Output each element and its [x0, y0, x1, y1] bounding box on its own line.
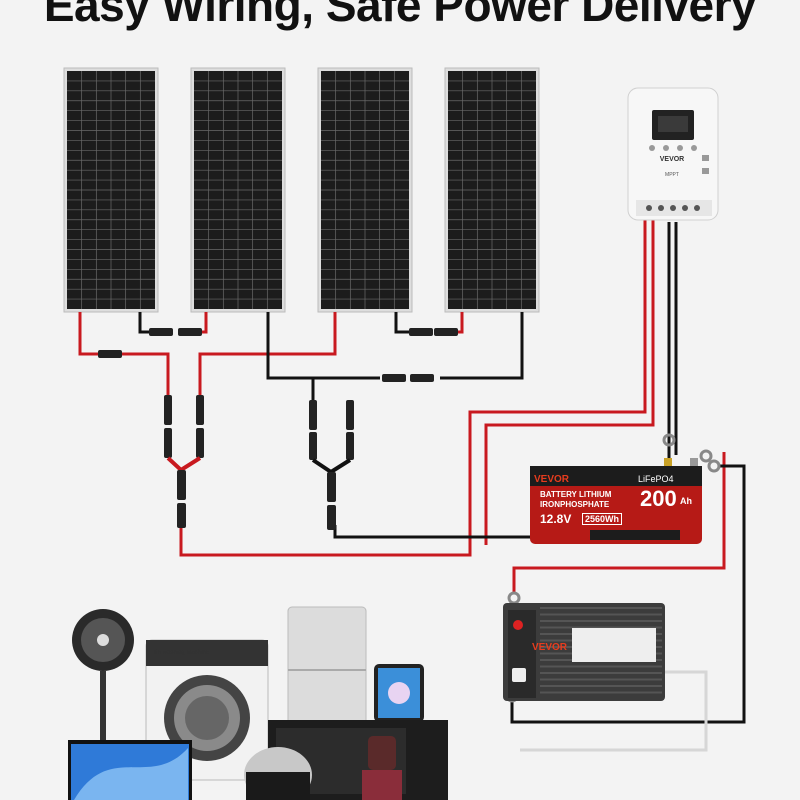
page-title: Easy Wiring, Safe Power Delivery: [43, 0, 757, 31]
tv-icon: [68, 740, 192, 800]
pressure-cooker-icon: [244, 747, 312, 800]
inverter-brand-label: VEVOR: [532, 642, 568, 653]
controller-brand-label: VEVOR: [659, 156, 685, 163]
charge-controller: [627, 87, 719, 221]
mc4-connector-icon: [98, 328, 458, 382]
fan-icon: [72, 609, 134, 781]
washing-machine-icon: [145, 639, 269, 781]
battery-capacity: 200: [640, 486, 677, 511]
battery: [530, 458, 702, 544]
controller-model-label: MPPT: [665, 172, 679, 178]
battery-energy: 2560Wh: [582, 513, 623, 525]
washing-machine-panel-text: Tin washing machine: [153, 650, 210, 656]
positive-wires: [78, 220, 726, 592]
battery-label-line1: BATTERY LITHIUM: [540, 490, 612, 499]
solar-cell-grid: [67, 71, 536, 309]
y-branch-connector-icon: [164, 395, 354, 530]
blender-icon: [362, 736, 402, 800]
inverter: [503, 603, 665, 701]
battery-brand-label: VEVOR: [534, 474, 570, 485]
battery-label-line2: IRONPHOSPHATE: [540, 500, 610, 509]
battery-voltage: 12.8V: [540, 512, 572, 526]
battery-capacity-unit: Ah: [680, 496, 692, 506]
negative-wires: [138, 222, 746, 724]
battery-chemistry-label: LiFePO4: [638, 474, 674, 484]
tablet-icon: [374, 664, 424, 722]
